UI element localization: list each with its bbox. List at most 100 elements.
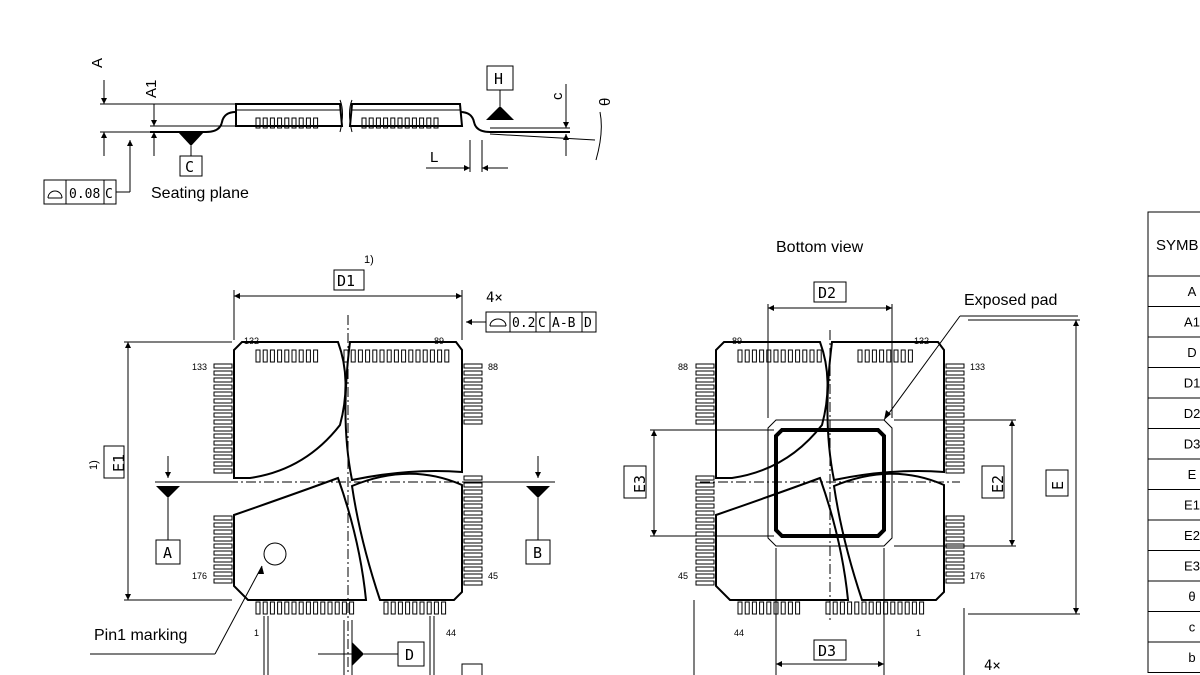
package-pin (868, 601, 874, 615)
package-pin (766, 601, 772, 615)
bottom-pin-88: 88 (678, 362, 688, 372)
package-pin (213, 384, 233, 390)
top-view: Pin1 marking D1 1) 4× 0.2 C A-B D E1 1) (88, 254, 597, 675)
package-pin (945, 536, 965, 542)
package-pin (426, 601, 432, 615)
package-pin (213, 536, 233, 542)
top-note-ref-d1: 1) (364, 254, 374, 266)
package-pin (334, 601, 340, 615)
package-pin (213, 571, 233, 577)
package-pin (945, 384, 965, 390)
package-pin (780, 601, 786, 615)
dim-E2-box (981, 465, 1005, 499)
side-body-left (235, 103, 344, 127)
theta-arc (595, 111, 602, 161)
top-pin-45: 45 (488, 571, 498, 581)
table-cell (1147, 428, 1200, 460)
fcf-count: 4× (486, 290, 503, 306)
package-pin (854, 601, 860, 615)
table-cell (1147, 580, 1200, 612)
right-lead (459, 111, 570, 133)
package-pin (945, 522, 965, 528)
package-pin (262, 349, 268, 363)
package-pin (213, 550, 233, 556)
package-pin (463, 405, 483, 411)
top-pin-132: 132 (244, 336, 259, 346)
dim-E-label: E (1049, 481, 1067, 490)
package-pin (857, 349, 863, 363)
bottom-pin-132: 132 (914, 336, 929, 346)
top-body-q4 (350, 472, 463, 601)
package-pin (401, 349, 407, 363)
package-pin (405, 601, 411, 615)
package-pin (463, 412, 483, 418)
package-pin (213, 461, 233, 467)
package-pin (305, 601, 311, 615)
datum-D-box (397, 641, 425, 667)
top-pin-176: 176 (192, 571, 207, 581)
package-pin (463, 363, 483, 369)
package-pin (213, 447, 233, 453)
package-pin (695, 384, 715, 390)
package-pin (269, 349, 275, 363)
datum-B-triangle (526, 486, 550, 498)
package-pin (945, 405, 965, 411)
fcf-value: 0.2 (512, 316, 535, 331)
dim-A-label: A (89, 58, 106, 68)
package-pin (759, 349, 765, 363)
bottom-view: Bottom view Exposed pad D2 D3 (623, 239, 1080, 675)
package-pin (379, 349, 385, 363)
package-pin (861, 601, 867, 615)
top-pin-44: 44 (446, 628, 456, 638)
package-pin (213, 377, 233, 383)
package-pin (879, 349, 885, 363)
package-pin (766, 349, 772, 363)
bottom-pin-89: 89 (732, 336, 742, 346)
package-pin (313, 349, 319, 363)
fcf-datum-ab: A-B (552, 316, 576, 331)
package-pin (695, 496, 715, 502)
package-pin (695, 419, 715, 425)
package-pin (945, 564, 965, 570)
package-pin (695, 482, 715, 488)
package-pin (372, 349, 378, 363)
top-pin-133: 133 (192, 362, 207, 372)
flatness-icon (47, 190, 63, 199)
bottom-pins (695, 349, 965, 615)
package-pin (945, 557, 965, 563)
package-pin (463, 580, 483, 586)
dim-E1-label: E1 (110, 454, 128, 472)
package-pin (213, 515, 233, 521)
package-pin (463, 510, 483, 516)
package-pin (255, 117, 261, 129)
datum-H-triangle (486, 106, 514, 120)
package-pin (695, 405, 715, 411)
package-pin (945, 426, 965, 432)
package-pin (919, 601, 925, 615)
package-pin (945, 529, 965, 535)
dim-E-box (1045, 469, 1069, 497)
table-cell (1147, 336, 1200, 368)
dim-D3-box (813, 639, 847, 661)
package-pin (751, 601, 757, 615)
package-pin (327, 601, 333, 615)
bottom-pin-45: 45 (678, 571, 688, 581)
package-pin (787, 349, 793, 363)
package-pin (213, 522, 233, 528)
package-pin (795, 601, 801, 615)
package-pin (945, 447, 965, 453)
package-pin (383, 601, 389, 615)
top-pin-88: 88 (488, 362, 498, 372)
dim-D3-label: D3 (818, 642, 836, 660)
package-pin (277, 349, 283, 363)
side-view: A A1 C 0.08 C Seating plane H c (43, 58, 614, 205)
package-pin (277, 117, 283, 129)
package-pin (695, 391, 715, 397)
package-pin (945, 461, 965, 467)
package-pin (463, 475, 483, 481)
package-pin (463, 559, 483, 565)
table-row-symbol: b (1188, 650, 1195, 665)
bottom-body-q2 (826, 341, 945, 482)
bottom-pin-1: 1 (916, 628, 921, 638)
